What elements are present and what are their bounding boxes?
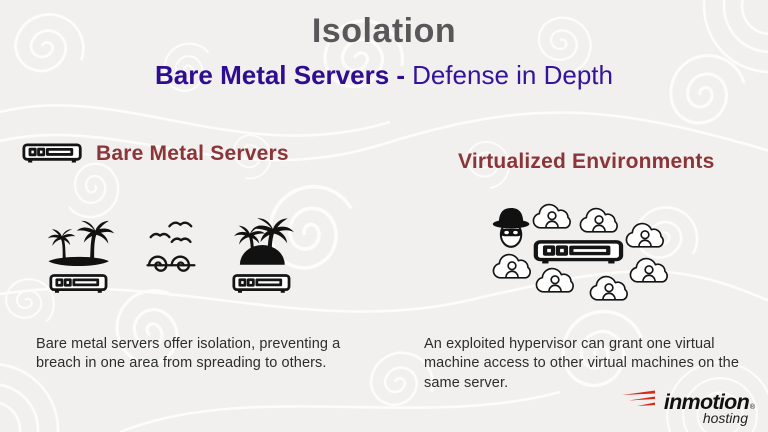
- logo-tagline-text: hosting: [703, 410, 748, 426]
- bare-metal-illustration: [36, 198, 306, 295]
- left-column-heading: Bare Metal Servers: [22, 142, 289, 166]
- cloud-user-icon: [492, 253, 531, 279]
- server-icon: [22, 143, 82, 164]
- cloud-user-icon: [579, 207, 618, 233]
- subtitle-bold: Bare Metal Servers -: [155, 60, 406, 90]
- server-icon: [536, 242, 621, 264]
- virtualized-illustration: [491, 203, 668, 301]
- subtitle-regular: Defense in Depth: [412, 60, 613, 90]
- cloud-user-icon: [532, 203, 571, 229]
- logo-registered-mark: ®: [750, 403, 756, 411]
- left-heading-label: Bare Metal Servers: [96, 142, 289, 165]
- right-column-heading: Virtualized Environments: [458, 150, 714, 174]
- inmotion-hosting-logo: inmotion ® hosting: [622, 390, 756, 426]
- ocean-waves-birds-icon: [146, 221, 196, 272]
- logo-brand-text: inmotion: [664, 390, 750, 414]
- palm-island-icon: [48, 221, 114, 266]
- right-heading-label: Virtualized Environments: [458, 150, 715, 173]
- cloud-user-icon: [535, 267, 574, 293]
- server-icon: [232, 274, 291, 295]
- hacker-icon: [491, 207, 531, 248]
- server-icon: [49, 274, 108, 295]
- left-column-description: Bare metal servers offer isolation, prev…: [36, 335, 341, 372]
- header: Isolation Bare Metal Servers -Defense in…: [0, 0, 768, 91]
- page-title: Isolation: [311, 12, 457, 50]
- cloud-user-icon: [629, 257, 668, 283]
- cloud-user-icon: [589, 275, 628, 301]
- palm-island-icon: [234, 218, 293, 264]
- cloud-user-icon: [625, 222, 664, 248]
- right-column-description: An exploited hypervisor can grant one vi…: [424, 335, 739, 391]
- logo-speed-lines-icon: [622, 390, 655, 406]
- page-subtitle: Bare Metal Servers -Defense in Depth: [0, 51, 768, 91]
